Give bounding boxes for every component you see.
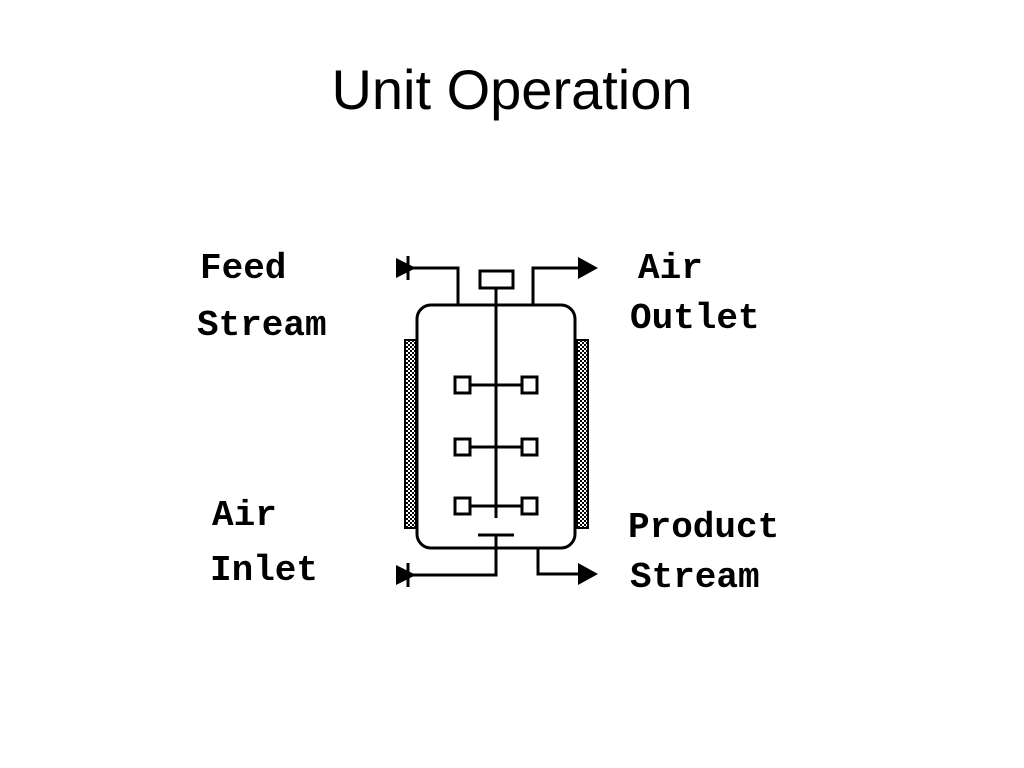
- slide-title: Unit Operation: [331, 58, 693, 121]
- air-outlet-pipe: [531, 257, 598, 305]
- arrow-icon: [578, 257, 598, 279]
- label-line: Stream: [197, 305, 327, 346]
- label-feed-stream: Feed Stream: [197, 248, 327, 346]
- jacket-right: [576, 339, 589, 529]
- label-line: Air: [638, 248, 703, 289]
- label-line: Air: [212, 495, 277, 536]
- label-line: Inlet: [210, 550, 318, 591]
- label-air-outlet: Air Outlet: [630, 248, 760, 339]
- impeller-middle: [453, 437, 539, 457]
- arrow-icon: [578, 563, 598, 585]
- label-product-stream: Product Stream: [628, 507, 779, 598]
- label-line: Product: [628, 507, 779, 548]
- label-line: Outlet: [630, 298, 760, 339]
- product-stream-pipe: [536, 548, 598, 585]
- air-inlet-pipe: [396, 535, 498, 587]
- impeller-upper: [453, 375, 539, 395]
- feed-stream-pipe: [396, 256, 460, 305]
- jacket-left: [404, 339, 417, 529]
- motor-box: [478, 269, 515, 290]
- label-air-inlet: Air Inlet: [210, 495, 318, 591]
- impeller-lower: [453, 496, 539, 516]
- arrow-icon: [396, 565, 416, 585]
- label-line: Stream: [630, 557, 760, 598]
- label-line: Feed: [200, 248, 286, 289]
- arrow-icon: [396, 258, 416, 278]
